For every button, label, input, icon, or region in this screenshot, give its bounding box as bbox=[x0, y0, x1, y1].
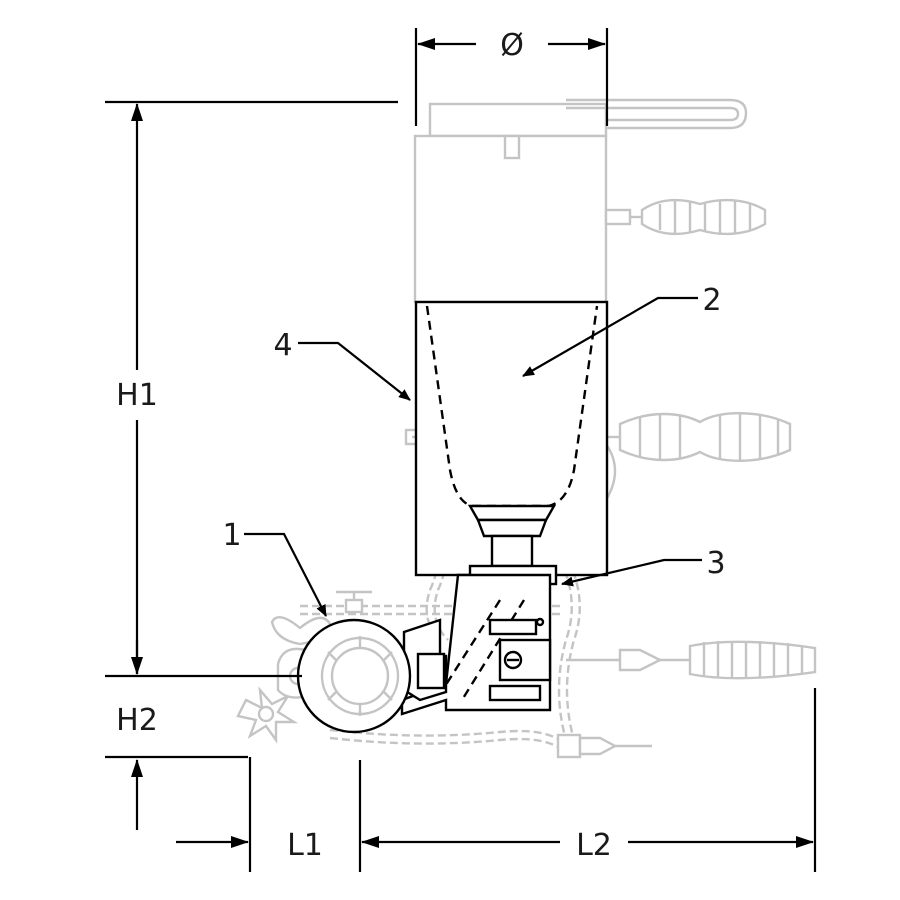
diameter-label: Ø bbox=[500, 28, 524, 63]
callout-4-leader bbox=[298, 341, 411, 401]
callout-1-number: 1 bbox=[222, 518, 241, 553]
adjuster-screw bbox=[503, 650, 523, 670]
l1-label: L1 bbox=[287, 828, 323, 863]
ghost-spring-top bbox=[604, 198, 767, 236]
ghost-handle-inner bbox=[566, 106, 740, 122]
ghost-bottom-bolt bbox=[556, 733, 652, 759]
dimensions: Ø H1 H2 L1 L2 bbox=[105, 28, 817, 872]
diagonal-tube-a bbox=[438, 599, 502, 695]
ghost-valve bbox=[336, 590, 372, 614]
callout-3-number: 3 bbox=[706, 546, 725, 581]
diameter-extension-lines bbox=[414, 28, 609, 126]
callout-3-leader bbox=[561, 558, 702, 587]
nozzle-neck bbox=[490, 534, 534, 568]
ghost-spring-lower bbox=[566, 640, 817, 680]
featured-parts bbox=[296, 300, 609, 734]
nozzle-ring-2 bbox=[476, 518, 548, 538]
callout-2-number: 2 bbox=[702, 283, 721, 318]
diagonal-tube-b bbox=[460, 599, 526, 701]
pipe-teeth bbox=[327, 636, 393, 716]
ghost-star-knob bbox=[236, 686, 299, 744]
ghost-handle bbox=[566, 98, 748, 130]
h2-label: H2 bbox=[116, 703, 158, 738]
slot-lower bbox=[488, 684, 542, 702]
clamp-cap bbox=[416, 652, 446, 690]
ghost-nub bbox=[503, 134, 521, 160]
callout-1-leader bbox=[244, 532, 327, 617]
l2-label: L2 bbox=[576, 828, 612, 863]
slot-upper bbox=[488, 618, 538, 636]
callouts: 1 2 3 4 bbox=[222, 283, 726, 617]
ghost-cylinder bbox=[413, 134, 608, 304]
pin-dot bbox=[535, 617, 545, 627]
callout-2-leader bbox=[522, 296, 698, 377]
pipe-ring-inner bbox=[320, 636, 400, 716]
nozzle-ring-1 bbox=[467, 504, 557, 522]
h1-label: H1 bbox=[116, 378, 158, 413]
callout-4-number: 4 bbox=[273, 328, 292, 363]
